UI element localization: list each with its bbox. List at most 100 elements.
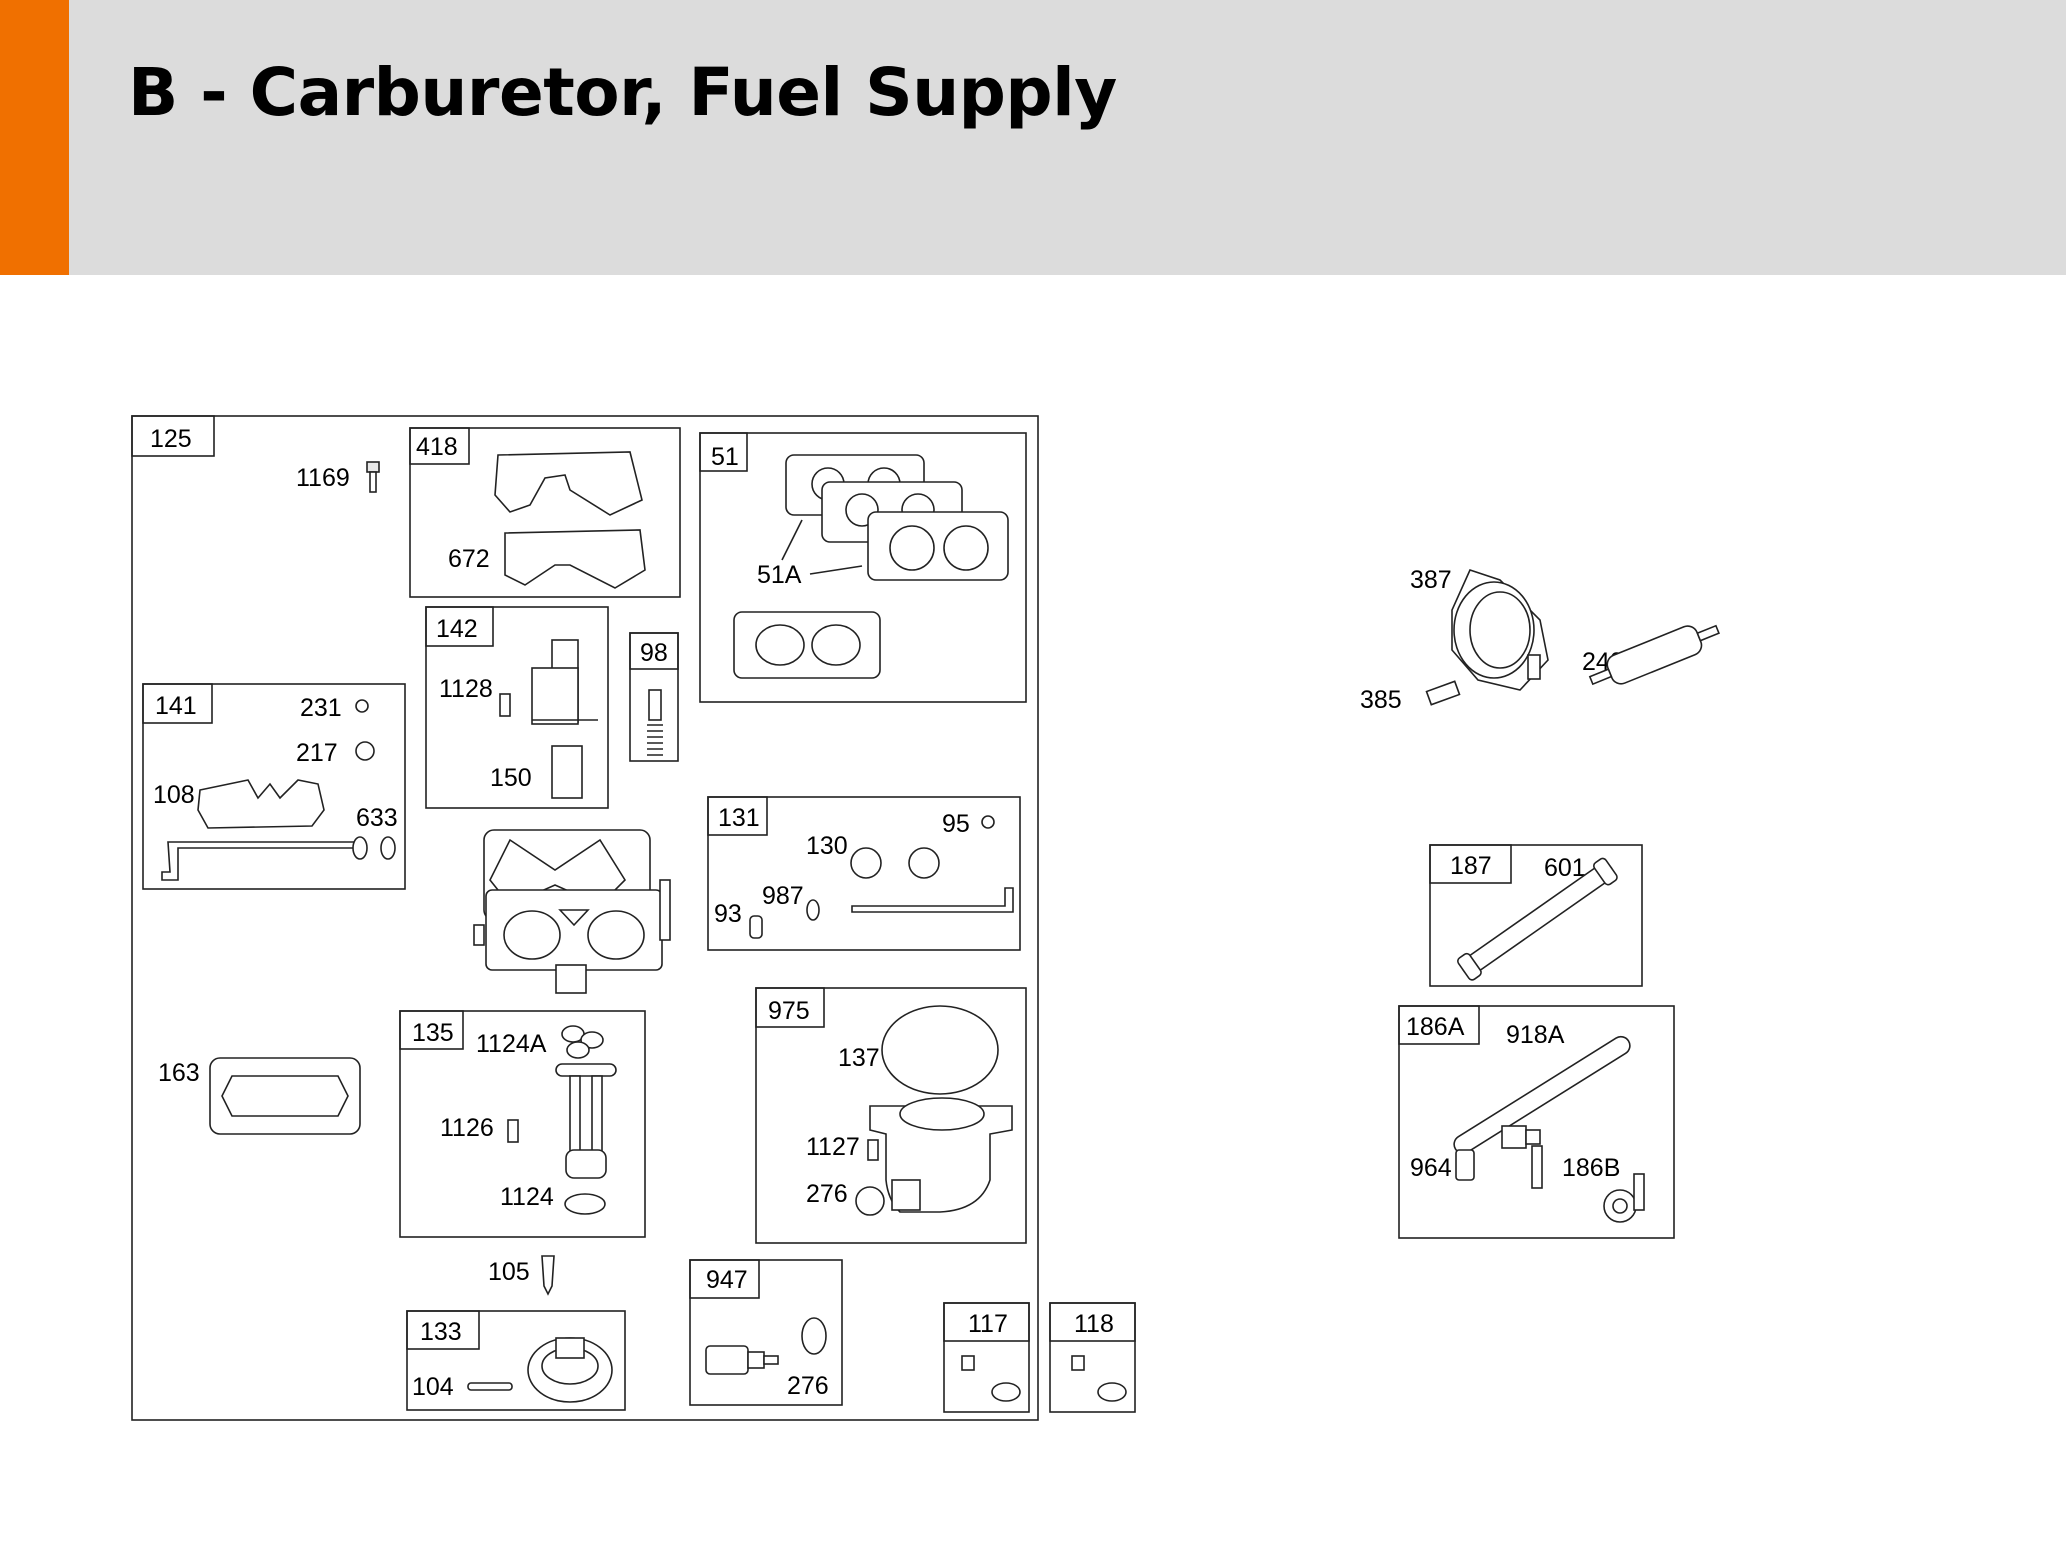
screw-385-icon <box>1425 680 1461 706</box>
group-142-tag <box>425 606 494 647</box>
part-label-117: 117 <box>968 1310 1008 1338</box>
part-label-51A: 51A <box>757 561 802 589</box>
part-label-276a: 276 <box>806 1180 848 1208</box>
washer-276b-icon <box>801 1317 827 1355</box>
bracket-142-icon <box>499 639 598 725</box>
group-133-box <box>406 1310 626 1411</box>
group-418-tag <box>409 427 470 465</box>
part-label-975: 975 <box>768 997 810 1025</box>
screw-117-icon <box>961 1355 975 1371</box>
part-label-1169: 1169 <box>296 464 350 492</box>
part-label-150: 150 <box>490 764 532 792</box>
group-135-box <box>399 1010 646 1238</box>
group-142-box <box>425 606 609 809</box>
part-label-947: 947 <box>706 1266 748 1294</box>
pin-104-icon <box>467 1382 513 1391</box>
rod-108-icon <box>161 841 363 881</box>
hose-918A-icon <box>1453 1035 1631 1155</box>
part-label-1128: 1128 <box>439 675 493 703</box>
part-label-231: 231 <box>300 694 342 722</box>
group-947-box <box>689 1259 843 1406</box>
group-98-tag <box>629 632 679 670</box>
throttle-plate-130a-icon <box>850 847 882 879</box>
plate-150-icon <box>551 745 583 799</box>
part-label-601: 601 <box>1544 854 1586 882</box>
part-label-187: 187 <box>1450 852 1492 880</box>
fitting-186A-icon <box>1501 1125 1543 1189</box>
header-bar: B - Carburetor, Fuel Supply <box>0 0 2066 275</box>
group-187-box <box>1429 844 1643 987</box>
gasket-163-icon <box>209 1057 361 1135</box>
part-label-633: 633 <box>356 804 398 832</box>
part-label-125: 125 <box>150 425 192 453</box>
solenoid-947-icon <box>705 1345 779 1375</box>
washer-987-icon <box>806 899 820 921</box>
screw-231-icon <box>355 699 369 713</box>
part-label-105: 105 <box>488 1258 530 1286</box>
part-label-1126: 1126 <box>440 1114 494 1142</box>
part-label-385: 385 <box>1360 686 1402 714</box>
gasket-1124-icon <box>564 1193 606 1215</box>
part-label-104: 104 <box>412 1373 454 1401</box>
group-186A-tag <box>1398 1005 1480 1045</box>
part-label-1124: 1124 <box>500 1183 554 1211</box>
washer-633b-icon <box>380 836 396 860</box>
part-label-964: 964 <box>1410 1154 1452 1182</box>
screw-1169-icon <box>366 461 380 493</box>
group-135-tag <box>399 1010 464 1050</box>
screw-118-icon <box>1071 1355 1085 1371</box>
group-141-tag <box>142 683 213 724</box>
part-label-163: 163 <box>158 1059 200 1087</box>
washer-276a-icon <box>855 1186 885 1216</box>
fuel-filter-240-icon <box>1588 624 1720 686</box>
plate-108-icon <box>197 779 325 829</box>
group-141-box <box>142 683 406 890</box>
valve-186B-icon <box>1603 1173 1645 1223</box>
part-label-387: 387 <box>1410 566 1452 594</box>
spring-98-icon <box>647 689 663 756</box>
part-label-135: 135 <box>412 1019 454 1047</box>
group-118-tag <box>1049 1302 1136 1342</box>
part-label-141: 141 <box>155 692 197 720</box>
part-label-133: 133 <box>420 1318 462 1346</box>
fuel-pump-387-icon <box>1451 569 1549 691</box>
sleeve-964-icon <box>1455 1149 1475 1181</box>
part-label-186B: 186B <box>1562 1154 1620 1182</box>
part-label-95: 95 <box>942 810 970 838</box>
gasket-137-icon <box>881 1005 999 1095</box>
group-125-box <box>131 415 1039 1421</box>
group-418-box <box>409 427 681 598</box>
group-51-tag <box>699 432 748 472</box>
group-131-box <box>707 796 1021 951</box>
group-947-tag <box>689 1259 760 1299</box>
float-assembly-1124-icon <box>555 1063 617 1179</box>
gasket-672-icon <box>504 529 646 589</box>
part-label-130: 130 <box>806 832 848 860</box>
group-51-box <box>699 432 1027 703</box>
washer-633a-icon <box>352 836 368 860</box>
washer-117-icon <box>991 1382 1021 1402</box>
group-117-tag <box>943 1302 1030 1342</box>
group-186A-box <box>1398 1005 1675 1239</box>
group-133-tag <box>406 1310 480 1350</box>
gasket-stack-51-icon <box>733 454 1009 679</box>
part-label-93: 93 <box>714 900 742 928</box>
needle-105-icon <box>541 1255 555 1296</box>
screw-1127-icon <box>867 1139 879 1161</box>
part-label-186A: 186A <box>1406 1013 1465 1041</box>
washer-118-icon <box>1097 1382 1127 1402</box>
hose-601-icon <box>1457 857 1618 981</box>
group-125-tag <box>131 415 215 457</box>
part-label-118: 118 <box>1074 1310 1114 1338</box>
screw-1126-icon <box>507 1119 519 1143</box>
page-title: B - Carburetor, Fuel Supply <box>128 54 1117 131</box>
clip-217-icon <box>355 741 375 761</box>
float-1124A-icon <box>561 1025 604 1059</box>
part-label-51: 51 <box>711 443 739 471</box>
group-187-tag <box>1429 844 1512 884</box>
part-label-137: 137 <box>838 1044 880 1072</box>
throttle-plate-130b-icon <box>908 847 940 879</box>
gasket-418-icon <box>494 451 643 516</box>
shaft-131-icon <box>851 887 1014 913</box>
